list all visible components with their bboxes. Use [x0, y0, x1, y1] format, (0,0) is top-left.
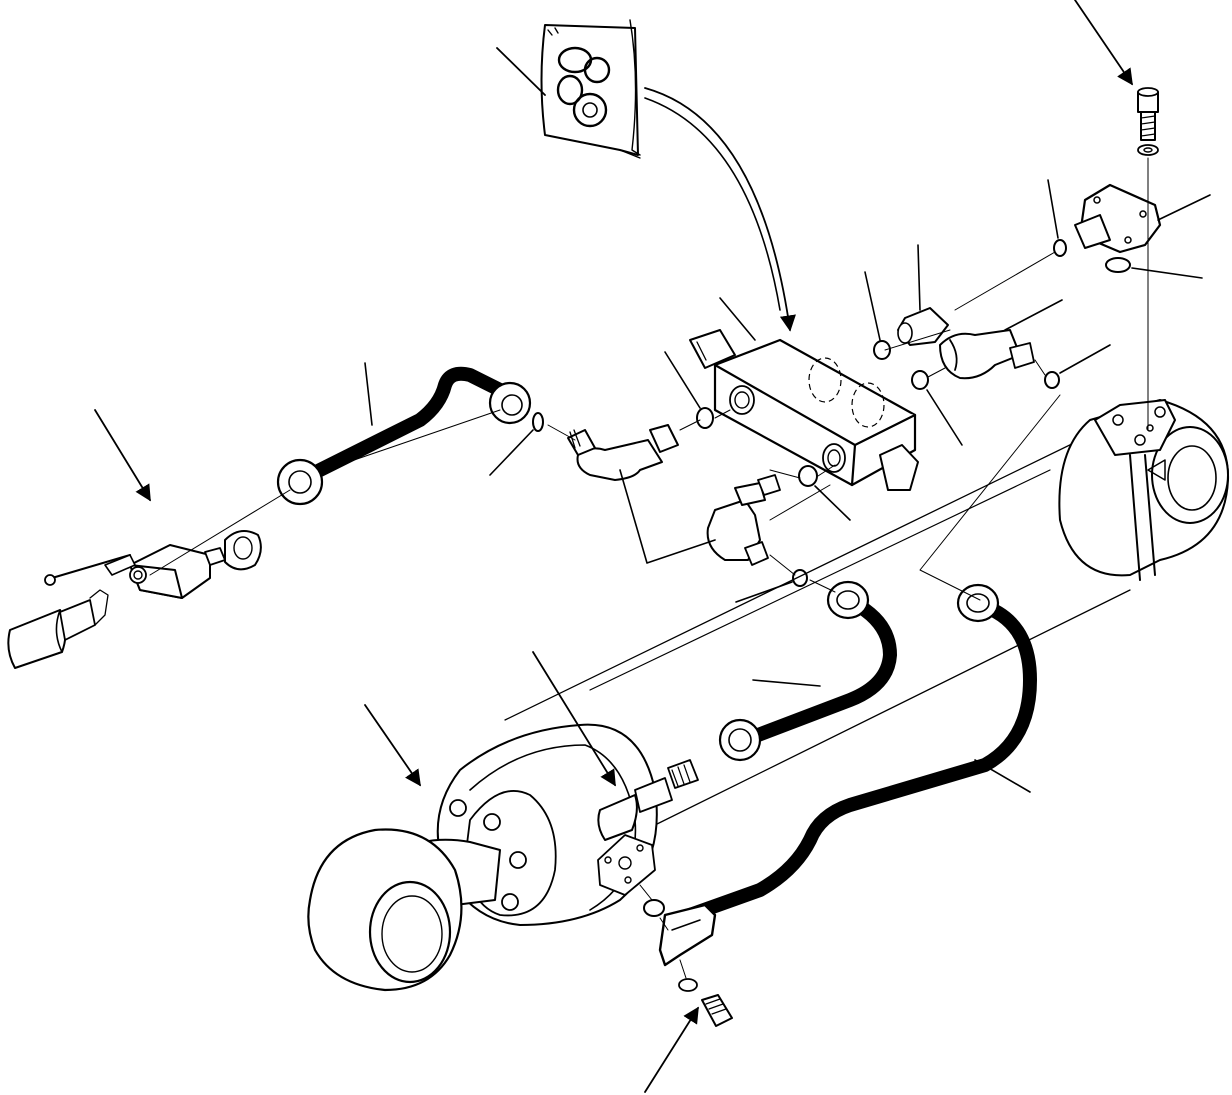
leader-upper-tube — [364, 362, 373, 426]
cylinder-rear-head — [1058, 399, 1230, 581]
o-ring-4 — [792, 569, 808, 587]
cylinder-tube-far-edge — [589, 469, 1051, 691]
arrow-bolt — [1074, 0, 1133, 86]
cylinder-port-flange — [597, 834, 656, 896]
o-ring-8 — [1105, 257, 1131, 273]
flange-bolt — [1137, 87, 1159, 156]
cylinder-port-fitting — [597, 759, 699, 841]
leader-short-tube — [752, 679, 821, 687]
ball-valve-assembly — [7, 530, 262, 669]
valve-manifold-block — [689, 329, 919, 491]
upper-left-hydraulic-tube — [276, 366, 532, 506]
centerline-tube-port — [919, 394, 1061, 601]
straight-connector — [897, 307, 949, 346]
arrow-valve — [94, 409, 151, 502]
o-ring-9 — [1044, 371, 1060, 389]
elbow-fitting-right — [939, 329, 1035, 380]
leader-seal-kit — [496, 47, 546, 96]
leader-o-ring-4 — [735, 581, 793, 603]
arrow-lower-bolt — [644, 1006, 699, 1093]
leader-o-ring-8 — [1131, 267, 1203, 279]
leader-o-ring-1 — [489, 429, 534, 476]
curved-arrow — [644, 87, 796, 332]
arrow-cylinder-head — [364, 704, 421, 787]
o-ring-1 — [532, 412, 544, 432]
leader-flange — [1157, 194, 1211, 221]
cylinder-rod-eye — [307, 828, 501, 992]
leader-long-tube — [974, 759, 1031, 793]
leader-o-ring-2 — [664, 351, 701, 409]
short-hydraulic-tube — [718, 580, 897, 762]
callout-lines — [94, 0, 1211, 1093]
leader-connector — [917, 244, 921, 311]
centerline-mid — [769, 484, 836, 593]
leader-o-ring-3 — [814, 485, 851, 521]
leader-o-ring-6 — [926, 389, 963, 446]
centerline-left — [149, 409, 836, 576]
leader-o-ring-7 — [1047, 179, 1059, 239]
o-ring-6 — [911, 370, 929, 390]
elbow-fitting-upper — [567, 424, 679, 481]
leader-block — [719, 297, 756, 341]
leader-o-ring-5 — [864, 271, 881, 341]
o-ring-5 — [873, 340, 891, 360]
o-ring-10 — [643, 899, 665, 917]
cylinder-tube-bottom-edge — [654, 589, 1131, 826]
leader-elbows — [619, 469, 716, 564]
leader-elbow-right — [1004, 299, 1063, 331]
o-rings — [532, 239, 1131, 917]
o-ring-3 — [798, 465, 818, 487]
leader-o-ring-9 — [1059, 344, 1111, 374]
seal-kit-package-icon — [540, 19, 641, 159]
curved-arrow-parallel — [644, 97, 781, 311]
o-ring-2 — [696, 407, 714, 429]
lower-flange-bolt — [678, 978, 733, 1027]
split-flange — [1074, 183, 1162, 254]
elbow-fitting-lower — [706, 474, 781, 566]
centerline-lower — [639, 884, 687, 979]
o-ring-7 — [1053, 239, 1067, 257]
arrow-port-fitting — [532, 651, 616, 787]
centerline-right — [884, 251, 1056, 378]
long-hydraulic-tube — [658, 583, 1037, 967]
